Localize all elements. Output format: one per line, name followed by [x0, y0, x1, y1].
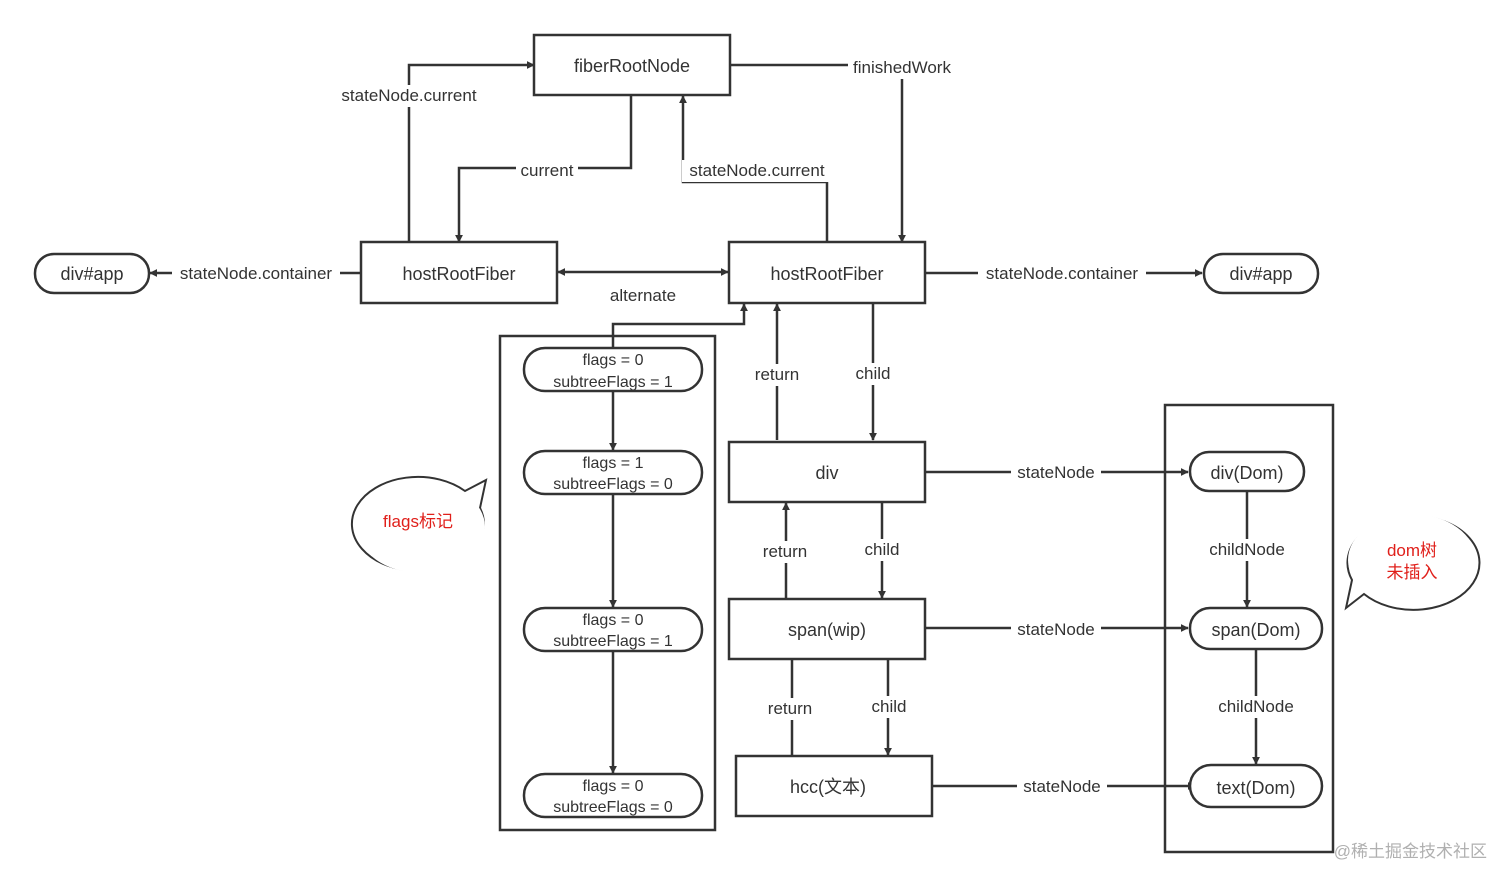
label-childnode-2: childNode — [1218, 697, 1294, 716]
host-root-fiber-wip — [727, 240, 927, 305]
label-child-1: child — [856, 364, 891, 383]
fiber-hcc-label: hcc(文本) — [790, 777, 866, 797]
flags-node-3-flags: flags = 0 — [583, 612, 644, 629]
flags-node-4 — [522, 772, 704, 819]
fiber-hcc — [734, 754, 934, 818]
flags-node-3-subtree: subtreeFlags = 1 — [553, 633, 673, 650]
flags-node-1-flags: flags = 0 — [583, 352, 644, 369]
dom-span-label: span(Dom) — [1211, 620, 1300, 640]
flags-node-2-flags: flags = 1 — [583, 455, 644, 472]
dom-div-label: div(Dom) — [1210, 463, 1283, 483]
label-alternate: alternate — [610, 286, 676, 305]
label-statenode-hcc: stateNode — [1023, 777, 1101, 796]
label-statenode-current-mid: stateNode.current — [689, 161, 824, 180]
flags-node-1-subtree: subtreeFlags = 1 — [553, 374, 673, 391]
flags-node-4-subtree: subtreeFlags = 0 — [553, 799, 673, 816]
div-app-left — [33, 252, 151, 295]
label-finished-work: finishedWork — [853, 58, 951, 77]
flags-node-4-flags: flags = 0 — [583, 778, 644, 795]
div-app-left-label: div#app — [60, 264, 123, 284]
flags-node-2 — [522, 449, 704, 496]
fiber-div — [727, 440, 927, 504]
div-app-right-label: div#app — [1229, 264, 1292, 284]
label-statenode-current-left: stateNode.current — [341, 86, 476, 105]
label-statenode-span: stateNode — [1017, 620, 1095, 639]
div-app-right — [1202, 252, 1320, 295]
fiber-span-wip — [727, 597, 927, 661]
dom-text — [1188, 763, 1324, 809]
flags-node-1 — [522, 346, 704, 393]
fiber-root-node-label: fiberRootNode — [574, 56, 690, 76]
label-childnode-1: childNode — [1209, 540, 1285, 559]
flags-group-frame — [498, 334, 717, 832]
label-statenode-container-right: stateNode.container — [986, 264, 1138, 283]
host-root-fiber-current — [359, 240, 559, 305]
label-current: current — [521, 161, 574, 180]
watermark: @稀土掘金技术社区 — [1334, 842, 1487, 861]
label-child-3: child — [872, 697, 907, 716]
label-return-1: return — [755, 365, 799, 384]
flags-marker-text: flags标记 — [383, 512, 453, 531]
dom-div — [1188, 450, 1306, 493]
fiber-root-node — [532, 33, 732, 97]
dom-callout-line1: dom树 — [1387, 541, 1437, 560]
fiber-span-wip-label: span(wip) — [788, 620, 866, 640]
label-statenode-div: stateNode — [1017, 463, 1095, 482]
edge-finished-work — [730, 63, 906, 243]
host-root-fiber-current-label: hostRootFiber — [402, 264, 515, 284]
flags-node-3 — [522, 606, 704, 653]
dom-span — [1188, 606, 1324, 651]
flags-marker-callout: flags标记 — [350, 475, 488, 573]
label-statenode-container-left: stateNode.container — [180, 264, 332, 283]
dom-callout-line2: 未插入 — [1387, 563, 1438, 582]
flags-node-2-subtree: subtreeFlags = 0 — [553, 476, 673, 493]
edge-flags-to-root — [611, 303, 748, 347]
label-return-3: return — [768, 699, 812, 718]
dom-text-label: text(Dom) — [1216, 778, 1295, 798]
label-child-2: child — [865, 540, 900, 559]
dom-not-inserted-callout: dom树 未插入 — [1344, 514, 1481, 611]
fiber-div-label: div — [815, 463, 838, 483]
host-root-fiber-wip-label: hostRootFiber — [770, 264, 883, 284]
edge-statenode-current-left — [407, 61, 535, 242]
label-return-2: return — [763, 542, 807, 561]
